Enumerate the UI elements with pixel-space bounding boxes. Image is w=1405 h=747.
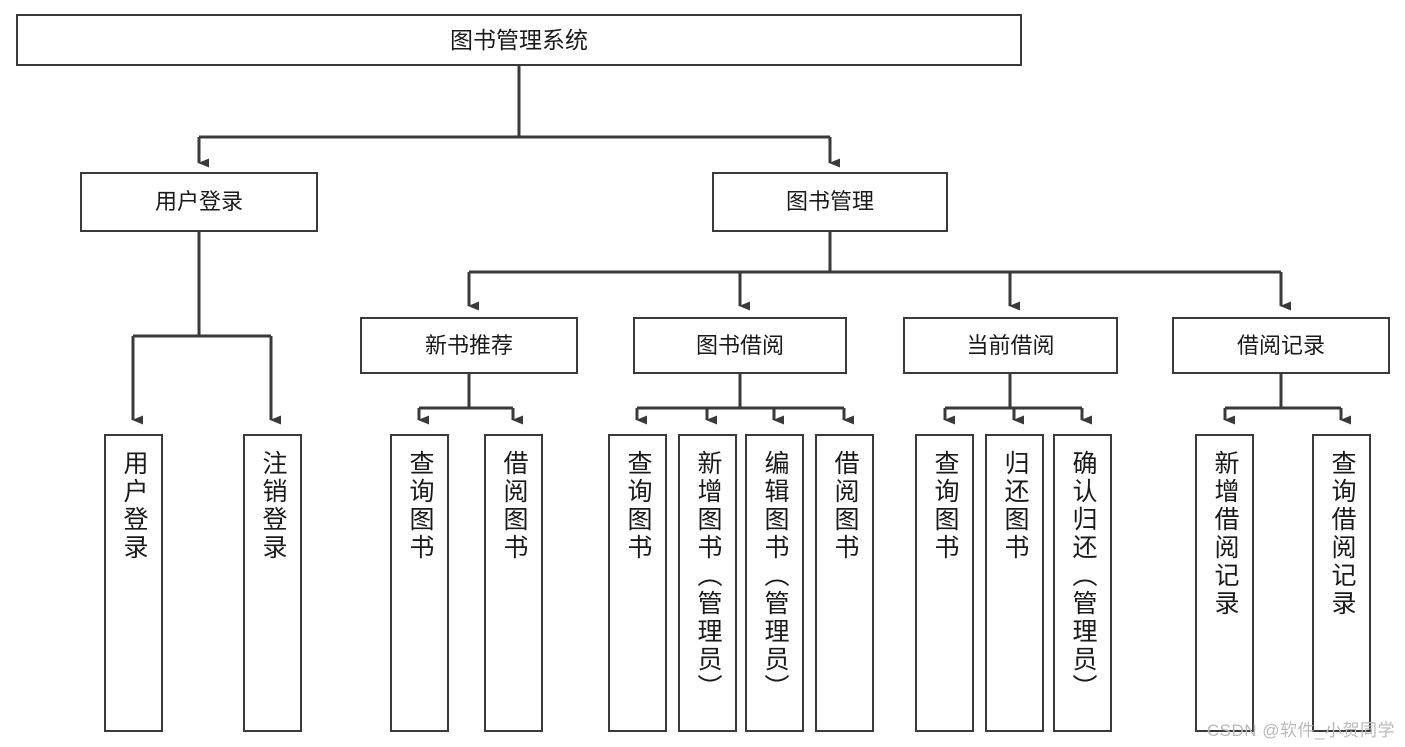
node-label: 图书管理: [785, 189, 874, 215]
leaf-current-borrow-confirm-return-admin[interactable]: 确认归还（管理员）: [1053, 434, 1112, 732]
leaf-book-borrow-borrow-book[interactable]: 借阅图书: [815, 434, 874, 732]
node-label: 查询图书: [406, 450, 434, 562]
leaf-current-borrow-query-book[interactable]: 查询图书: [915, 434, 974, 732]
node-label: 当前借阅: [966, 332, 1055, 358]
csdn-watermark: CSDN @软件_小贺同学: [1206, 721, 1395, 740]
node-label: 图书管理系统: [450, 26, 588, 53]
node-current-borrow[interactable]: 当前借阅: [903, 317, 1118, 374]
node-label: 归还图书: [1001, 450, 1029, 562]
node-label: 图书借阅: [695, 332, 784, 358]
node-label: 新增借阅记录: [1211, 450, 1239, 618]
node-label: 借阅记录: [1236, 332, 1325, 358]
leaf-new-book-query-book[interactable]: 查询图书: [390, 434, 449, 732]
node-borrow-record[interactable]: 借阅记录: [1172, 317, 1390, 374]
node-label: 确认归还（管理员）: [1069, 450, 1097, 702]
node-user-login[interactable]: 用户登录: [80, 172, 318, 232]
node-label: 查询借阅记录: [1328, 450, 1356, 618]
node-label: 注销登录: [259, 450, 287, 562]
node-label: 借阅图书: [831, 450, 859, 562]
node-label: 编辑图书（管理员）: [761, 450, 789, 702]
leaf-borrow-record-add-record[interactable]: 新增借阅记录: [1195, 434, 1254, 732]
node-label: 新书推荐: [424, 332, 513, 358]
node-label: 用户登录: [120, 450, 148, 562]
node-root-book-management-system[interactable]: 图书管理系统: [16, 14, 1022, 66]
node-new-book-recommend[interactable]: 新书推荐: [360, 317, 578, 374]
node-label: 查询图书: [931, 450, 959, 562]
leaf-borrow-record-query-record[interactable]: 查询借阅记录: [1312, 434, 1371, 732]
leaf-user-login-logout[interactable]: 注销登录: [243, 434, 302, 732]
node-book-borrow[interactable]: 图书借阅: [633, 317, 847, 374]
node-book-management[interactable]: 图书管理: [712, 172, 948, 232]
leaf-book-borrow-edit-book-admin[interactable]: 编辑图书（管理员）: [745, 434, 804, 732]
leaf-book-borrow-add-book-admin[interactable]: 新增图书（管理员）: [678, 434, 737, 732]
node-label: 查询图书: [624, 450, 652, 562]
node-label: 借阅图书: [500, 450, 528, 562]
node-label: 用户登录: [154, 189, 243, 215]
leaf-current-borrow-return-book[interactable]: 归还图书: [985, 434, 1044, 732]
leaf-new-book-borrow-book[interactable]: 借阅图书: [484, 434, 543, 732]
leaf-book-borrow-query-book[interactable]: 查询图书: [608, 434, 667, 732]
leaf-user-login-login[interactable]: 用户登录: [104, 434, 163, 732]
node-label: 新增图书（管理员）: [694, 450, 722, 702]
